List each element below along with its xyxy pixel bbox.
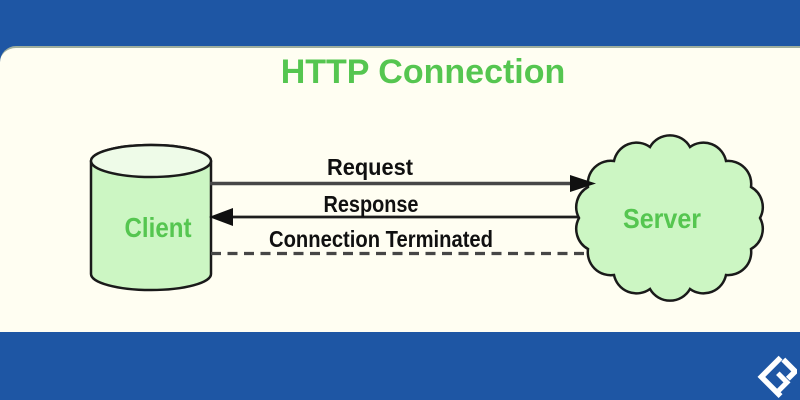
server-cloud bbox=[574, 134, 765, 302]
page-title: HTTP Connection bbox=[280, 53, 566, 91]
server-label: Server bbox=[623, 203, 701, 234]
client-cylinder bbox=[89, 143, 213, 292]
request-arrowhead bbox=[570, 175, 596, 192]
client-label: Client bbox=[125, 212, 192, 243]
response-arrow bbox=[209, 208, 584, 226]
request-label: Request bbox=[327, 154, 413, 180]
response-label: Response bbox=[324, 191, 419, 217]
brand-diamond-logo-icon bbox=[757, 355, 797, 398]
response-arrowhead bbox=[209, 208, 233, 226]
connection-terminated-label: Connection Terminated bbox=[269, 226, 493, 252]
